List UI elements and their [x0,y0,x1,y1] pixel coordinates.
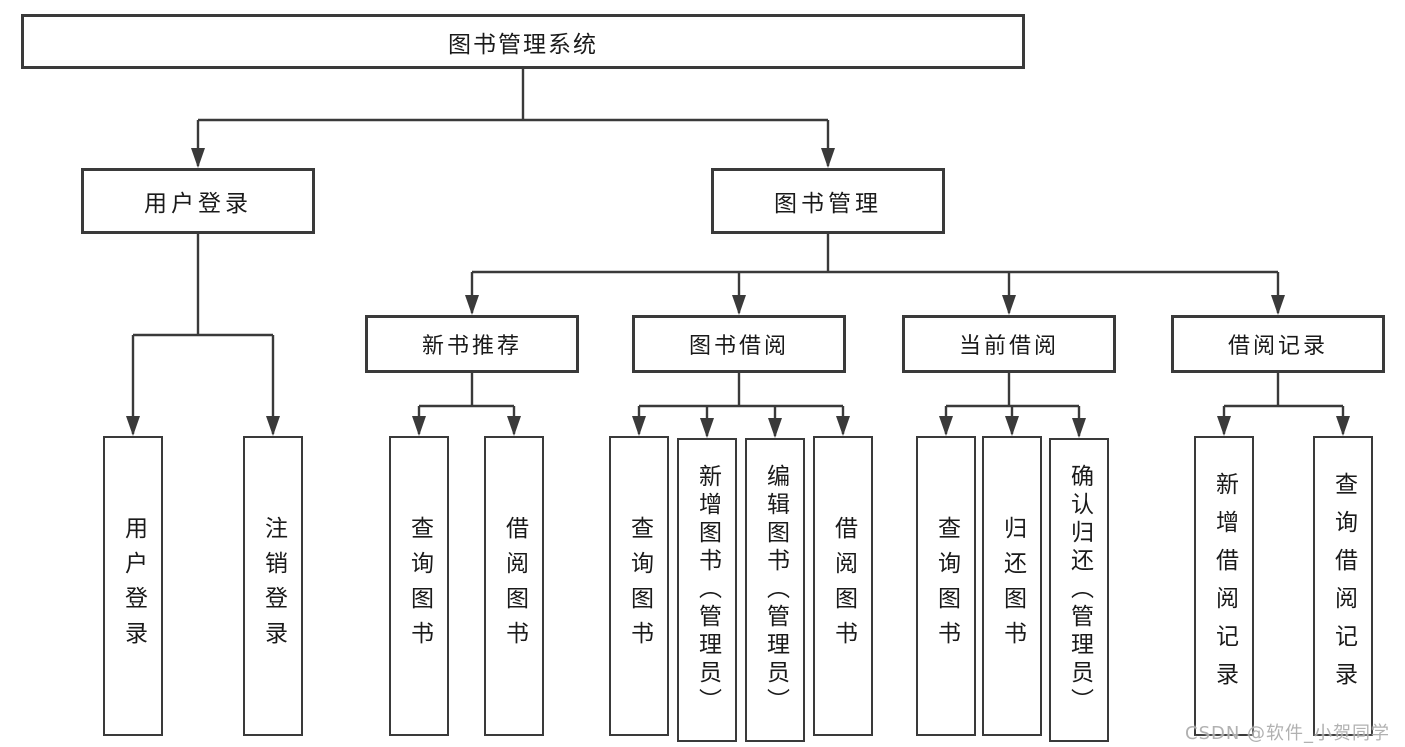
leaf-query-borrow-record: 查询借阅记录 [1313,436,1373,736]
node-new-book-recommend: 新书推荐 [365,315,579,373]
leaf-borrow-books-borrowing: 借阅图书 [813,436,873,736]
leaf-label: 注销登录 [260,516,287,656]
leaf-edit-book-admin: 编辑图书（管理员） [745,438,805,742]
leaf-label: 用户登录 [120,516,147,656]
node-borrowing-records: 借阅记录 [1171,315,1385,373]
leaf-label: 查询图书 [406,516,433,656]
node-library-management-system: 图书管理系统 [21,14,1025,69]
leaf-label: 查询借阅记录 [1330,472,1357,700]
node-user-login: 用户登录 [81,168,315,234]
leaf-query-books-recommend: 查询图书 [389,436,449,736]
leaf-label: 新增借阅记录 [1211,472,1238,700]
leaf-query-books-borrowing: 查询图书 [609,436,669,736]
node-current-borrowing: 当前借阅 [902,315,1116,373]
leaf-query-books-current: 查询图书 [916,436,976,736]
node-book-borrowing: 图书借阅 [632,315,846,373]
leaf-label: 借阅图书 [830,516,857,656]
connector-paths [131,69,1345,436]
leaf-confirm-return-admin: 确认归还（管理员） [1049,438,1109,742]
leaf-label: 借阅图书 [501,516,528,656]
leaf-label: 新增图书（管理员） [694,464,721,716]
leaf-label: 查询图书 [933,516,960,656]
leaf-add-book-admin: 新增图书（管理员） [677,438,737,742]
leaf-label: 查询图书 [626,516,653,656]
node-book-management: 图书管理 [711,168,945,234]
leaf-label: 编辑图书（管理员） [762,464,789,716]
leaf-label: 确认归还（管理员） [1066,464,1093,716]
leaf-borrow-books-recommend: 借阅图书 [484,436,544,736]
leaf-label: 归还图书 [999,516,1026,656]
csdn-watermark: CSDN @软件_小贺同学 [1185,723,1391,744]
leaf-logout: 注销登录 [243,436,303,736]
leaf-user-login: 用户登录 [103,436,163,736]
leaf-add-borrow-record: 新增借阅记录 [1194,436,1254,736]
leaf-return-books: 归还图书 [982,436,1042,736]
